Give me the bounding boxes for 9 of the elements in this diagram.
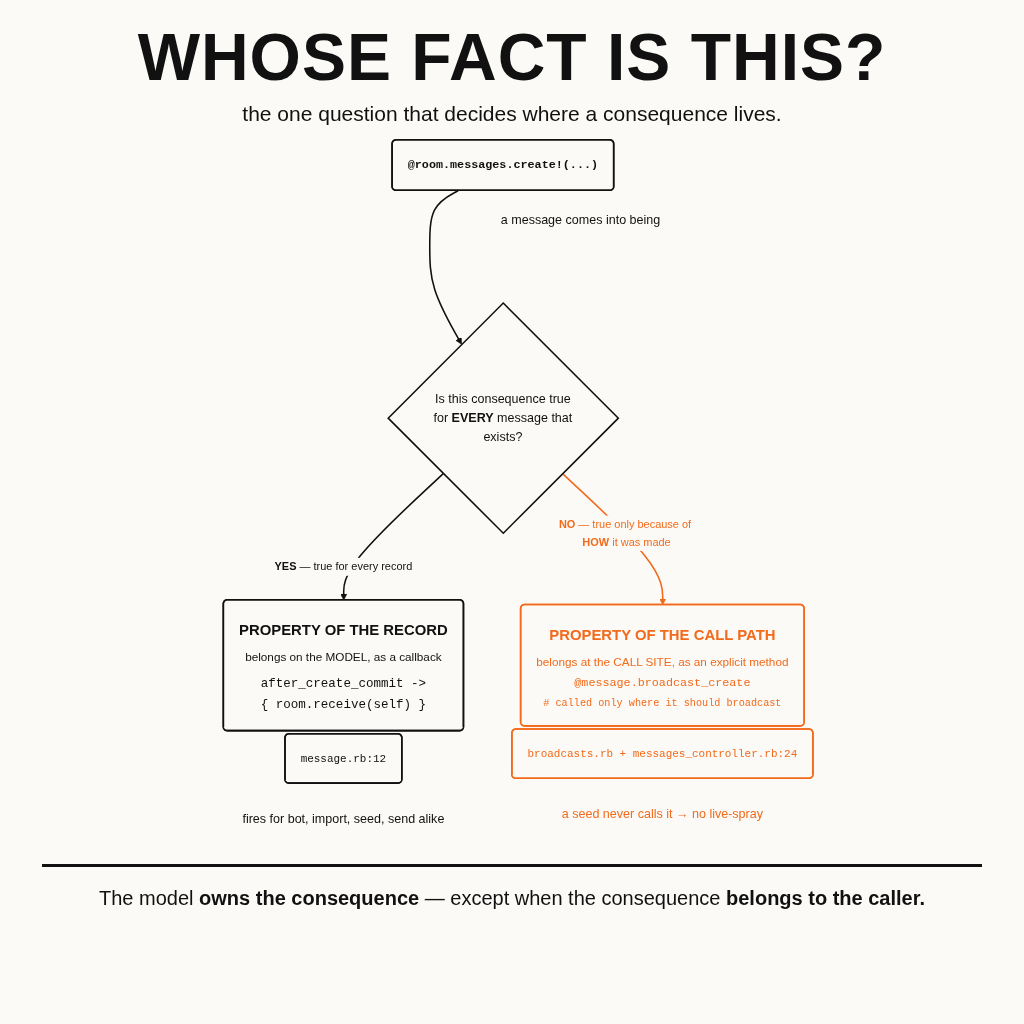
title: WHOSE FACT IS THIS? (137, 19, 887, 96)
node-label: fires for bot, import, seed, send alike (242, 812, 445, 826)
caption: The model owns the consequence — except when the consequence belongs to the caller. (99, 887, 925, 910)
edge-label: NO — true only because of HOW it was made (558, 517, 692, 549)
arrow (428, 189, 462, 345)
edge-label: YES — true for every record (274, 560, 413, 573)
subtitle: the one question that decides where a consequence lives. (242, 102, 782, 126)
node-label: a seed never calls it → no live-spray (561, 807, 763, 821)
node-label: a message comes into being (500, 213, 661, 227)
